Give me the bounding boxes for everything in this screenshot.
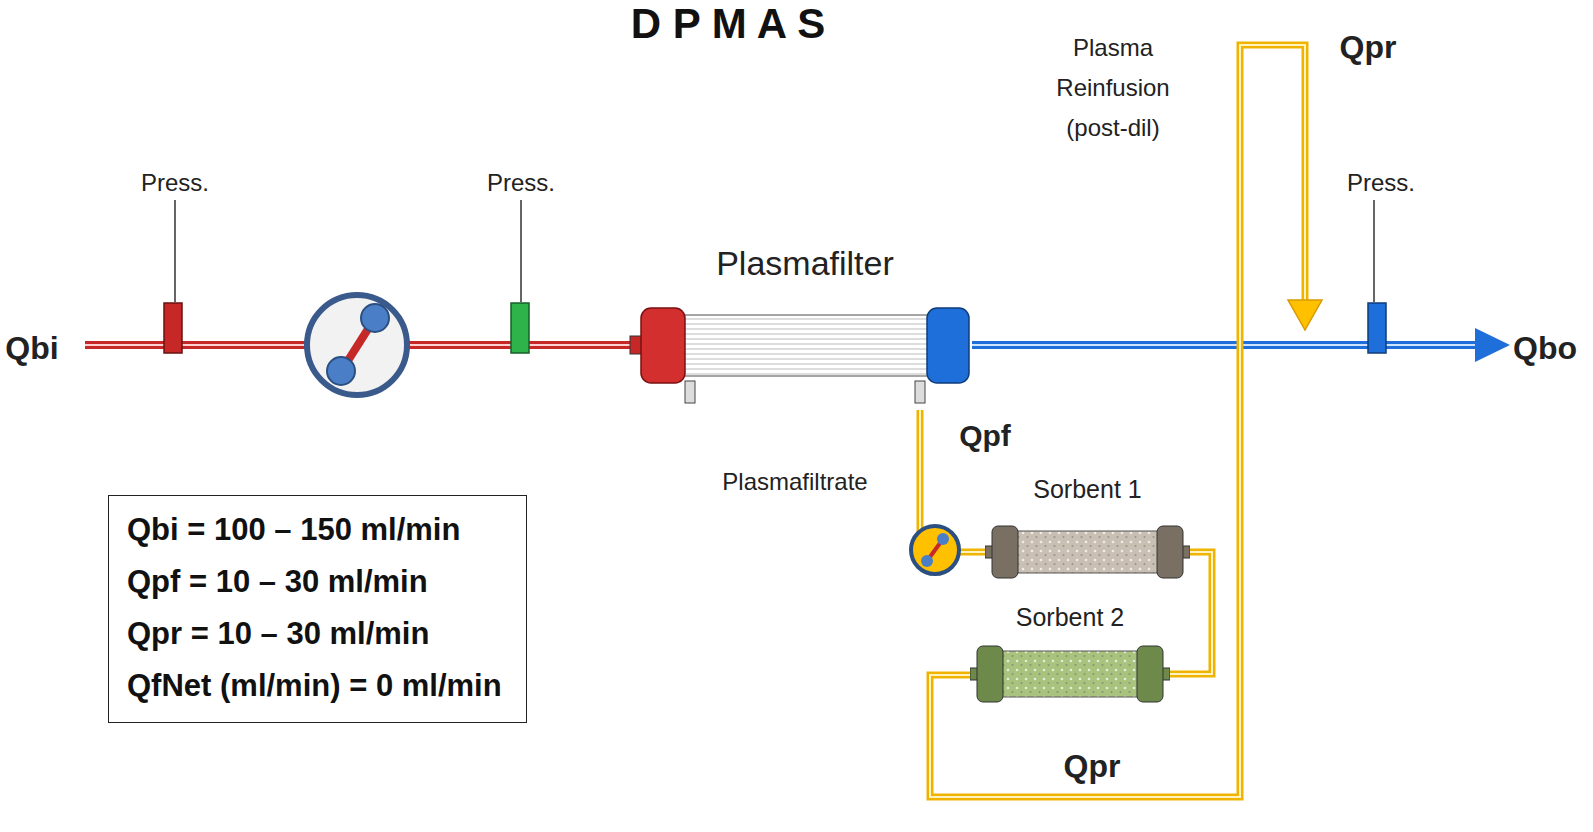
filter-fiber bbox=[682, 364, 930, 365]
filter-fiber bbox=[682, 329, 930, 330]
filter-fiber bbox=[682, 359, 930, 360]
text-label: Press. bbox=[1344, 169, 1418, 197]
text-label: Press. bbox=[484, 169, 558, 197]
pump-roller bbox=[921, 555, 933, 567]
filter-body bbox=[678, 315, 934, 376]
arrow-head bbox=[1475, 328, 1510, 362]
filter-port bbox=[685, 381, 695, 403]
setting-line: Qpr = 10 – 30 ml/min bbox=[127, 608, 502, 660]
flow-label: Qpf bbox=[956, 419, 1014, 453]
flow-label: Qbi bbox=[2, 330, 61, 367]
plasma-line bbox=[930, 45, 1305, 797]
filter-port bbox=[915, 381, 925, 403]
plasma-line bbox=[930, 45, 1305, 797]
flow-label: Qpr bbox=[1337, 29, 1400, 66]
blood-line bbox=[972, 341, 1478, 349]
plasma-pump bbox=[911, 526, 959, 574]
sorbent-cartridge: Sorbent 1 bbox=[985, 476, 1190, 580]
blood-pump bbox=[307, 295, 407, 395]
flow-label: Qpr bbox=[1061, 748, 1124, 785]
filter-fiber bbox=[682, 369, 930, 370]
sorbent-cap bbox=[1157, 526, 1183, 578]
settings-box: Qbi = 100 – 150 ml/minQpf = 10 – 30 ml/m… bbox=[108, 495, 527, 723]
filter-fiber bbox=[682, 349, 930, 350]
leader-line bbox=[174, 200, 176, 302]
filter-fiber bbox=[682, 324, 930, 325]
filter-cap bbox=[641, 308, 685, 383]
text-label: Plasma Reinfusion (post-dil) bbox=[1025, 28, 1201, 148]
diagram-title: D P M A S bbox=[631, 0, 825, 48]
sorbent-cap bbox=[1137, 646, 1163, 702]
pump-roller bbox=[937, 533, 949, 545]
pump-roller bbox=[327, 357, 355, 385]
sorbent-cartridge: Sorbent 2 bbox=[970, 604, 1170, 704]
setting-line: Qpf = 10 – 30 ml/min bbox=[127, 556, 502, 608]
filter-fiber bbox=[682, 334, 930, 335]
leader-line bbox=[520, 200, 522, 302]
sorbent-cap bbox=[977, 646, 1003, 702]
node-heading: Sorbent 2 bbox=[970, 604, 1170, 632]
plasmafilter: Plasmafilter bbox=[640, 245, 970, 410]
pressure-sensor bbox=[511, 303, 529, 353]
setting-line: Qbi = 100 – 150 ml/min bbox=[127, 504, 502, 556]
text-label: Press. bbox=[138, 169, 212, 197]
node-heading: Plasmafilter bbox=[640, 245, 970, 282]
sorbent-body bbox=[1000, 651, 1140, 697]
filter-fiber bbox=[682, 374, 930, 375]
arrow-head bbox=[1288, 300, 1322, 330]
blood-line bbox=[972, 344, 1478, 346]
sorbent-body bbox=[1015, 531, 1160, 573]
node-heading: Sorbent 1 bbox=[985, 476, 1190, 504]
filter-fiber bbox=[682, 319, 930, 320]
filter-fiber bbox=[682, 339, 930, 340]
setting-line: QfNet (ml/min) = 0 ml/min bbox=[127, 660, 502, 712]
filter-cap bbox=[927, 308, 969, 383]
pressure-sensor bbox=[1368, 303, 1386, 353]
filter-fiber bbox=[682, 344, 930, 345]
pressure-sensor bbox=[164, 303, 182, 353]
sorbent-cap bbox=[992, 526, 1018, 578]
leader-line bbox=[1373, 200, 1375, 302]
filter-fiber bbox=[682, 354, 930, 355]
pump-roller bbox=[361, 304, 389, 332]
text-label: Plasmafiltrate bbox=[719, 468, 870, 496]
flow-label: Qbo bbox=[1510, 330, 1580, 367]
